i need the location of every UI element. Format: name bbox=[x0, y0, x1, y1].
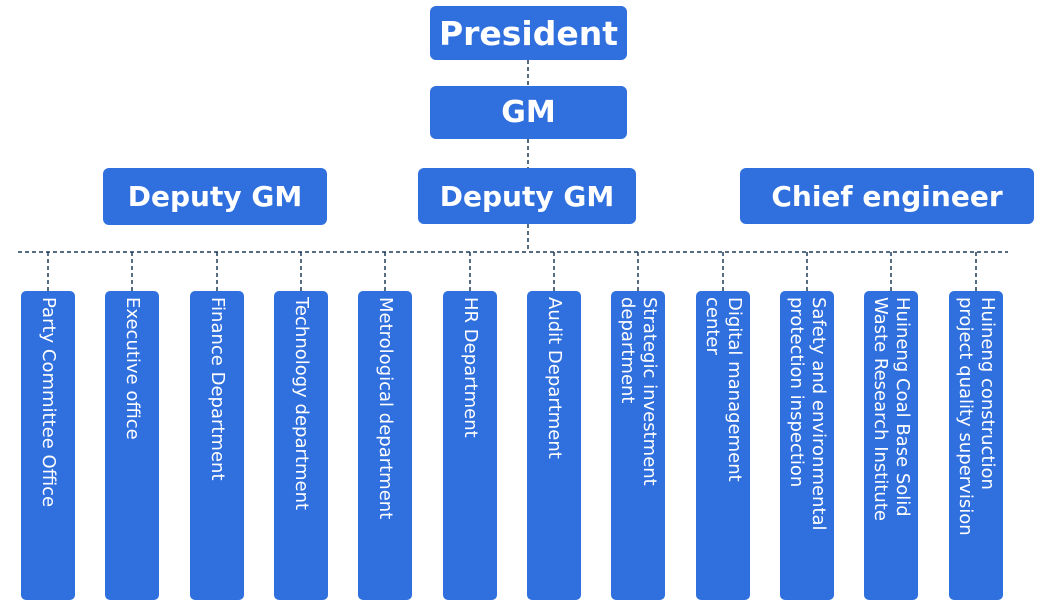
dept-huineng-coal-base: Huineng Coal Base Solid Waste Research I… bbox=[864, 291, 918, 600]
chief-engineer-label: Chief engineer bbox=[771, 179, 1003, 213]
dept-label: Finance Department bbox=[207, 297, 228, 481]
dept-label: Metrological department bbox=[375, 297, 396, 520]
chief-engineer-box: Chief engineer bbox=[740, 168, 1034, 224]
dept-executive-office: Executive office bbox=[105, 291, 159, 600]
president-label: President bbox=[438, 13, 619, 53]
dept-label: Audit Department bbox=[544, 297, 565, 459]
dept-label: Digital management center bbox=[702, 297, 745, 482]
president-box: President bbox=[430, 6, 627, 60]
dept-safety-environmental: Safety and environmental protection insp… bbox=[780, 291, 834, 600]
dept-label: Strategic investment department bbox=[617, 297, 660, 486]
dept-metrological-department: Metrological department bbox=[358, 291, 412, 600]
dept-strategic-investment: Strategic investment department bbox=[611, 291, 665, 600]
gm-box: GM bbox=[430, 86, 627, 139]
gm-label: GM bbox=[501, 95, 556, 130]
dept-audit-department: Audit Department bbox=[527, 291, 581, 600]
dept-label: Executive office bbox=[122, 297, 143, 440]
dept-label: Technology department bbox=[291, 297, 312, 511]
dept-label: Safety and environmental protection insp… bbox=[786, 297, 829, 531]
dept-label: Huineng construction project quality sup… bbox=[955, 297, 998, 536]
dept-party-committee-office: Party Committee Office bbox=[21, 291, 75, 600]
deputy-gm-left-box: Deputy GM bbox=[103, 168, 327, 225]
dept-label: HR Department bbox=[460, 297, 481, 438]
dept-finance-department: Finance Department bbox=[190, 291, 244, 600]
dept-huineng-construction: Huineng construction project quality sup… bbox=[949, 291, 1003, 600]
dept-label: Party Committee Office bbox=[38, 297, 59, 508]
dept-label: Huineng Coal Base Solid Waste Research I… bbox=[870, 297, 913, 521]
dept-hr-department: HR Department bbox=[443, 291, 497, 600]
deputy-gm-center-label: Deputy GM bbox=[439, 179, 615, 213]
deputy-gm-center-box: Deputy GM bbox=[418, 168, 636, 224]
deputy-gm-left-label: Deputy GM bbox=[127, 180, 303, 213]
dept-digital-management-center: Digital management center bbox=[696, 291, 750, 600]
dept-technology-department: Technology department bbox=[274, 291, 328, 600]
